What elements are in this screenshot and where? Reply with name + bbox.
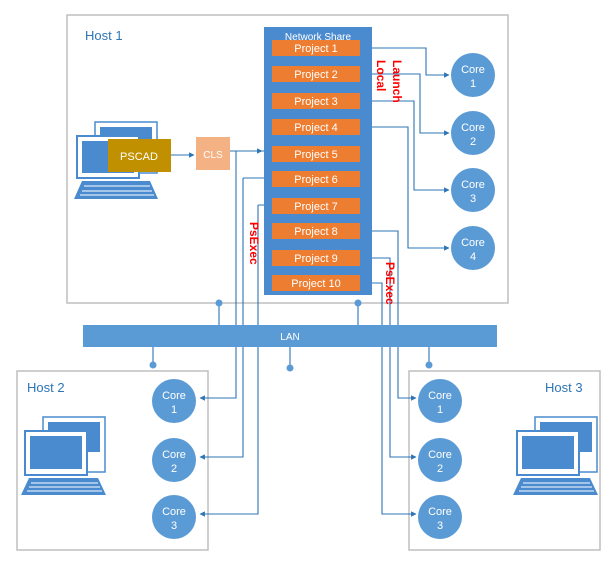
core-number: 1 [437,404,443,416]
core-label: Core [428,390,452,402]
host3-core-2: Core 2 [418,438,462,482]
host2-core-1: Core 1 [152,379,196,423]
connector-line [360,73,450,136]
lan-bar [83,325,497,347]
core-number: 2 [437,463,443,475]
connector-line [360,47,450,78]
host1-label: Host 1 [85,28,123,43]
project-label: Project 6 [294,174,337,186]
project-box [272,146,360,162]
core-circle [152,379,196,423]
host3-core-1: Core 1 [418,379,462,423]
core-number: 1 [470,78,476,90]
project-label: Project 9 [294,253,337,265]
connector-line [360,230,417,401]
local-annotation: Local [374,60,388,91]
core-circle [451,53,495,97]
core-circle [152,438,196,482]
project-list: Project 1 Project 2 Project 3 Project 4 Proj… [272,40,360,291]
core-circle [418,379,462,423]
project-box [272,275,360,291]
project-label: Project 7 [294,201,337,213]
core-circle [418,495,462,539]
core-nodes: Core1Core2Core3Core4Core1Core2Core3Core1… [152,53,495,539]
host2-box [16,370,209,551]
host1-core-3: Core 3 [451,168,495,212]
network-share-title: Network Share [285,32,352,43]
core-number: 3 [437,520,443,532]
psexec-left-annotation: PsExec [247,222,261,265]
project-label: Project 10 [291,278,341,290]
host1-box [66,14,509,304]
project-box [272,40,360,56]
core-number: 3 [171,520,177,532]
core-number: 3 [470,193,476,205]
project-label: Project 3 [294,96,337,108]
psexec-right-annotation: PsExec [383,262,397,305]
project-box [272,93,360,109]
project-box [272,171,360,187]
core-label: Core [428,506,452,518]
core-circle [152,495,196,539]
project-label: Project 8 [294,226,337,238]
project-box [272,198,360,214]
core-number: 2 [470,136,476,148]
project-box [272,119,360,135]
launch-annotation: Launch [390,60,404,103]
connector-line [360,126,450,251]
connector-line [360,257,417,460]
connector-line [200,177,270,457]
host2-core-2: Core 2 [152,438,196,482]
host3-label: Host 3 [545,380,583,395]
core-label: Core [461,179,485,191]
core-circle [418,438,462,482]
host1-core-4: Core 4 [451,226,495,270]
pscad-label: PSCAD [120,151,158,163]
host3-box [408,370,601,551]
host3-computer-icon [513,416,598,495]
cls-label: CLS [203,150,223,161]
host2-label: Host 2 [27,380,65,395]
connector-line [360,100,450,193]
host3-core-3: Core 3 [418,495,462,539]
lan-label: LAN [280,332,299,343]
core-number: 1 [171,404,177,416]
core-label: Core [162,506,186,518]
core-circle [451,226,495,270]
core-label: Core [461,122,485,134]
core-label: Core [461,237,485,249]
core-circle [451,111,495,155]
project-box [272,66,360,82]
core-number: 4 [470,251,476,263]
project-label: Project 1 [294,43,337,55]
host1-core-2: Core 2 [451,111,495,155]
core-label: Core [428,449,452,461]
pscad-box [108,139,171,172]
project-label: Project 4 [294,122,337,134]
project-label: Project 2 [294,69,337,81]
cls-box [196,137,230,170]
project-label: Project 5 [294,149,337,161]
core-number: 2 [171,463,177,475]
core-label: Core [162,390,186,402]
lan-junction-dots [149,299,433,372]
core-circle [451,168,495,212]
connector-line [199,151,237,401]
host2-core-3: Core 3 [152,495,196,539]
core-label: Core [162,449,186,461]
host2-computer-icon [21,416,106,495]
core-label: Core [461,64,485,76]
project-box [272,223,360,239]
host1-core-1: Core 1 [451,53,495,97]
project-box [272,250,360,266]
